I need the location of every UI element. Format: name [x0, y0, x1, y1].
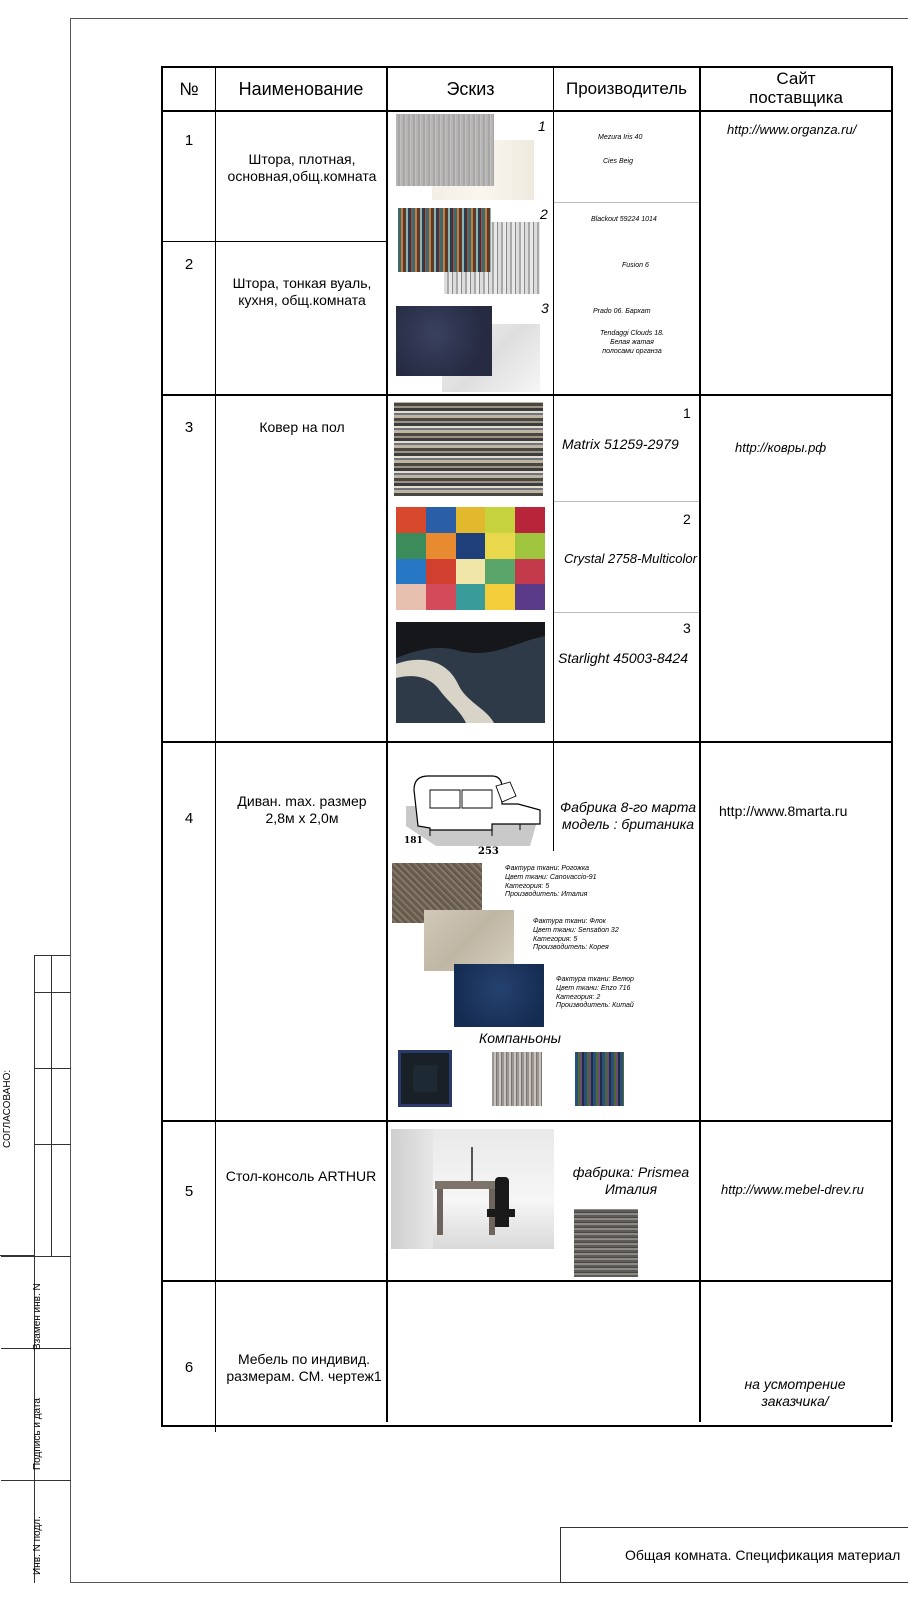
curtain-swatch-gray	[396, 114, 494, 186]
side-stamp	[1, 955, 71, 1583]
sofa-dim-width: 253	[478, 846, 499, 857]
stamp-divider	[1, 1480, 71, 1481]
curtain-manufacturer: Mezura Iris 40	[598, 134, 643, 141]
image-number: 2	[540, 206, 548, 222]
sofa-manufacturer: Фабрика 8-го марта модель : британика	[560, 799, 696, 832]
curtain-manufacturer: Fusion 6	[622, 262, 649, 269]
stamp-replace-inv: Взамен инв. N	[32, 1283, 43, 1350]
carpet-site-link[interactable]: http://ковры.рф	[735, 440, 827, 455]
sofa-dim-depth: 181	[404, 836, 423, 846]
console-site-link[interactable]: http://www.mebel-drev.ru	[721, 1182, 864, 1197]
stamp-divider	[51, 956, 52, 1256]
companion-swatch	[575, 1052, 624, 1106]
curtain-site-link[interactable]: http://www.organza.ru/	[727, 122, 857, 137]
carpet-image-starlight	[396, 622, 545, 723]
table-line	[554, 612, 700, 613]
carpet-image-crystal	[396, 507, 545, 610]
companion-swatch	[492, 1052, 542, 1106]
console-manufacturer: фабрика: Prismea Италия	[572, 1164, 690, 1197]
stamp-divider	[35, 1068, 71, 1069]
row-number: 1	[184, 131, 194, 149]
curtain-manufacturer: Prado 06. Бархат	[593, 308, 651, 315]
table-line	[161, 66, 892, 68]
row-number: 2	[184, 255, 194, 273]
table-line	[161, 110, 892, 112]
carpet-number: 2	[683, 511, 691, 527]
image-number: 1	[538, 118, 546, 134]
stamp-signature-date: Подпись и дата	[32, 1398, 43, 1470]
sofa-drawing	[406, 775, 541, 846]
table-line	[554, 501, 700, 502]
console-material-swatch	[574, 1209, 638, 1277]
carpet-name: Matrix 51259-2979	[562, 436, 679, 452]
table-line	[161, 1280, 892, 1282]
row-number: 6	[184, 1358, 194, 1376]
carpet-pattern-graphic	[396, 622, 545, 723]
carpet-image-matrix	[394, 402, 543, 496]
row-number: 5	[184, 1182, 194, 1200]
table-line	[161, 241, 388, 242]
companions-label: Компаньоны	[479, 1030, 561, 1046]
row-number: 3	[184, 418, 194, 436]
row-name: Штора, тонкая вуаль, кухня, общ.комната	[232, 274, 372, 309]
table-line	[386, 66, 388, 1422]
table-line	[215, 66, 216, 1432]
stamp-divider	[1, 1348, 71, 1349]
row-name: Штора, плотная, основная,общ.комната	[227, 150, 377, 185]
header-num: №	[179, 78, 199, 99]
table-line	[161, 66, 163, 1427]
row-name: Ковер на пол	[259, 419, 345, 436]
sofa-site-link[interactable]: http://www.8marta.ru	[719, 803, 848, 819]
row-name: Диван. max. размер 2,8м х 2,0м	[237, 792, 367, 827]
table-line	[161, 741, 892, 743]
header-site: Сайт поставщика	[749, 69, 843, 107]
stamp-lower-box	[0, 1255, 34, 1583]
header-manufacturer: Производитель	[565, 79, 688, 98]
fabric-swatch-flock	[424, 910, 514, 971]
carpet-number: 3	[683, 620, 691, 636]
curtain-swatch-stripes	[398, 208, 491, 272]
row-name: Стол-консоль ARTHUR	[225, 1168, 377, 1185]
stamp-divider	[35, 1144, 71, 1145]
table-line	[553, 66, 554, 394]
title-block-text: Общая комната. Спецификация материал	[625, 1547, 901, 1563]
fabric-swatch-velour	[454, 964, 544, 1027]
stamp-agreed: СОГЛАСОВАНО:	[2, 1069, 13, 1148]
table-line	[161, 394, 892, 396]
custom-site-note: на усмотрение заказчика/	[744, 1376, 846, 1409]
row-name: Мебель по индивид. размерам. СМ. чертеж1	[226, 1350, 382, 1385]
curtain-swatch-velvet	[396, 306, 492, 376]
image-number: 3	[541, 300, 549, 316]
row-number: 4	[184, 809, 194, 827]
table-line	[554, 202, 700, 203]
console-photo	[391, 1129, 554, 1249]
header-name: Наименование	[238, 78, 364, 99]
table-line	[699, 66, 701, 1422]
stamp-divider	[35, 992, 71, 993]
stamp-inv-no: Инв. N подл.	[32, 1516, 43, 1575]
carpet-name: Crystal 2758-Multicolor	[564, 551, 697, 566]
companion-swatch	[398, 1050, 452, 1107]
title-block: Общая комната. Спецификация материал	[560, 1527, 908, 1583]
curtain-manufacturer: Cies Beig	[603, 158, 633, 165]
table-line	[161, 1425, 892, 1427]
table-line	[553, 741, 554, 851]
header-sketch: Эскиз	[446, 78, 495, 99]
stamp-divider	[1, 1256, 71, 1257]
carpet-number: 1	[683, 405, 691, 421]
carpet-name: Starlight 45003-8424	[558, 650, 688, 666]
drawing-frame	[70, 18, 908, 1583]
curtain-manufacturer: Tendaggi Clouds 18. Белая жатая полосами…	[600, 330, 664, 355]
table-line	[553, 394, 554, 741]
table-line	[891, 66, 893, 1422]
table-line	[161, 1120, 892, 1122]
curtain-manufacturer: Blackout 59224 1014	[591, 216, 657, 223]
